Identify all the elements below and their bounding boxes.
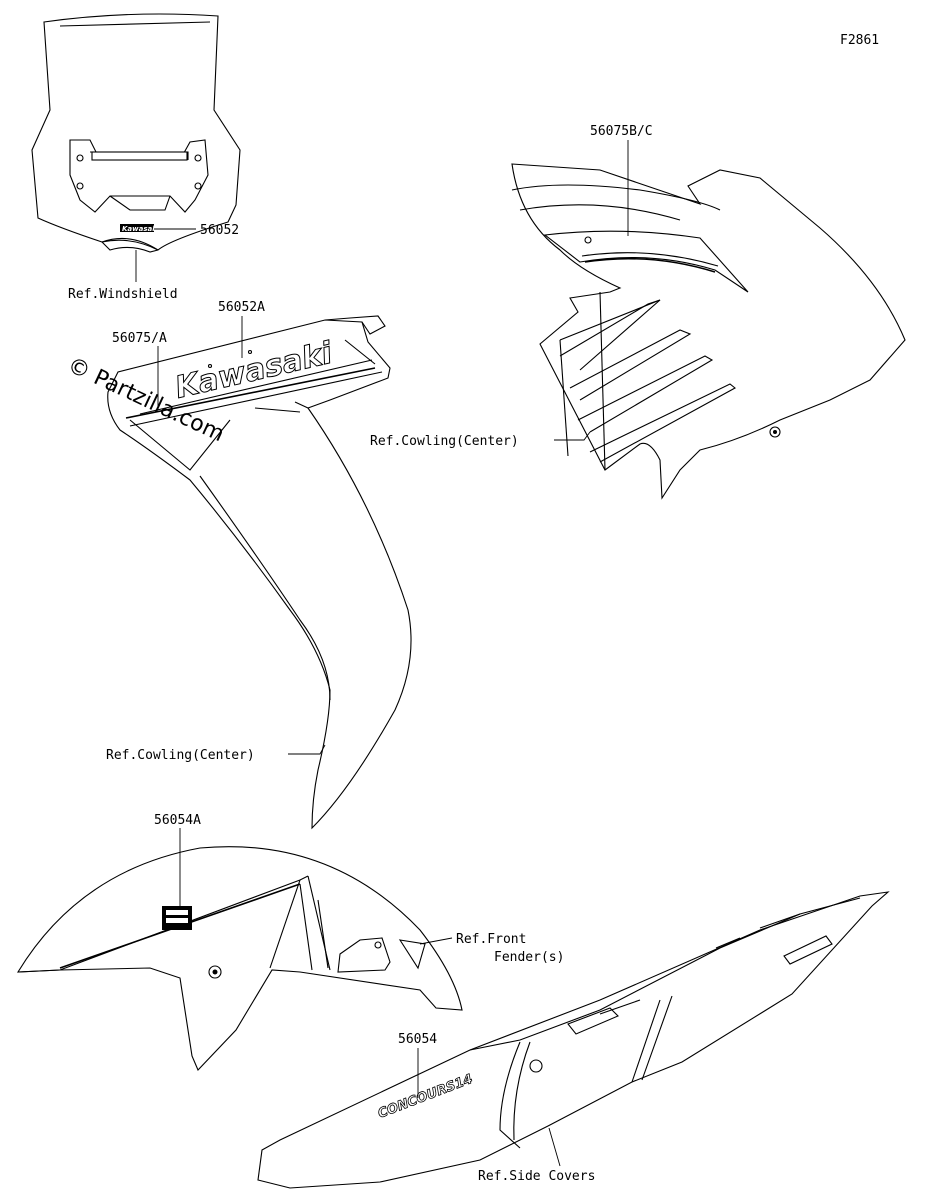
label-ref-cowling-center-left: Ref.Cowling(Center) bbox=[106, 748, 255, 763]
label-56054: 56054 bbox=[398, 1032, 437, 1047]
label-56052: 56052 bbox=[200, 223, 239, 238]
label-56075A: 56075/A bbox=[112, 331, 167, 346]
windshield-logo-text: Kawasaki bbox=[122, 225, 160, 233]
cowl-logo-text: Kawasaki bbox=[172, 336, 336, 406]
front-fender-drawing bbox=[16, 846, 463, 1071]
label-56075BC: 56075B/C bbox=[590, 124, 653, 139]
label-ref-cowling-center-right: Ref.Cowling(Center) bbox=[370, 434, 519, 449]
cowling-center-right-drawing bbox=[511, 163, 906, 500]
label-ref-side-covers: Ref.Side Covers bbox=[478, 1169, 595, 1184]
side-logo-text: CONCOURS14 bbox=[376, 1072, 475, 1122]
label-ref-front-fender-2: Fender(s) bbox=[494, 950, 564, 965]
label-ref-front-fender-1: Ref.Front bbox=[456, 932, 526, 947]
label-56054A: 56054A bbox=[154, 813, 201, 828]
figure-code: F2861 bbox=[840, 33, 879, 48]
windshield-drawing: Kawasaki bbox=[31, 13, 241, 253]
label-56052A: 56052A bbox=[218, 300, 265, 315]
label-ref-windshield: Ref.Windshield bbox=[68, 287, 178, 302]
side-covers-drawing: CONCOURS14 bbox=[257, 891, 890, 1189]
